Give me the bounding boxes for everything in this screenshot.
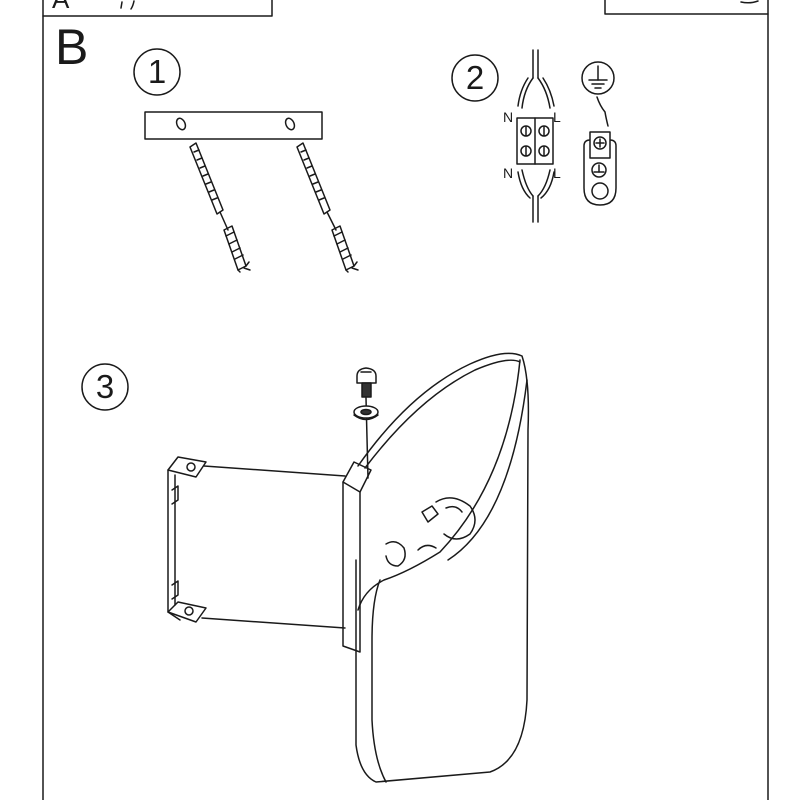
step-2-circle	[451, 54, 499, 102]
washer-icon	[353, 405, 379, 421]
step-number-2: 2	[465, 59, 485, 96]
previous-section-box	[42, 0, 769, 17]
live-label-bottom: L	[553, 165, 561, 181]
step-3-circle	[81, 363, 129, 411]
ground-terminal-icon	[583, 131, 617, 206]
section-letter: B	[55, 19, 89, 75]
wall-plug-icon	[189, 142, 359, 273]
page-frame	[42, 0, 769, 800]
previous-section-letter: A	[52, 0, 69, 12]
screw-icon	[356, 367, 377, 479]
terminal-block-icon	[516, 49, 555, 223]
live-label-top: L	[553, 109, 561, 125]
neutral-label-bottom: N	[503, 165, 514, 181]
wall-bracket	[167, 456, 346, 629]
step-1-circle	[133, 48, 181, 96]
lamp-body	[342, 352, 530, 783]
step-number-1: 1	[147, 53, 167, 90]
mounting-plate	[144, 111, 323, 140]
neutral-label-top: N	[503, 109, 514, 125]
step-number-3: 3	[95, 368, 115, 405]
ground-symbol-icon	[581, 61, 615, 127]
